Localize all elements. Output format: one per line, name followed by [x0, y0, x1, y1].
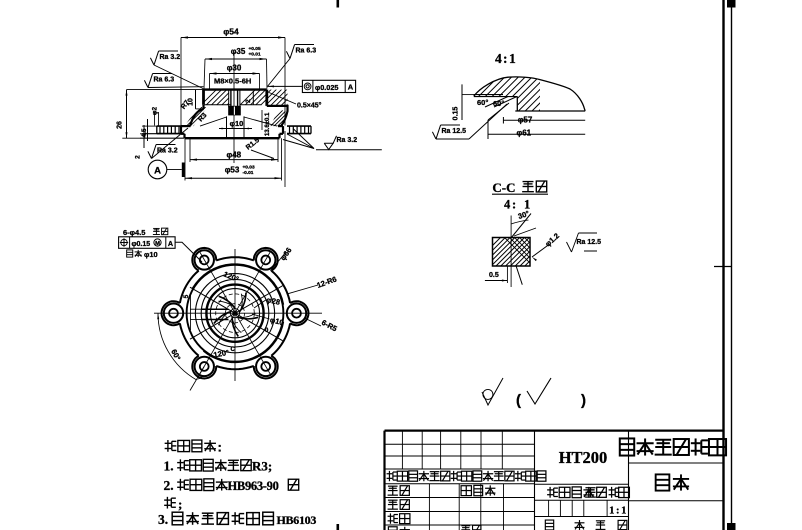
svg-text:+0.05: +0.05	[249, 46, 261, 52]
svg-text:5: 5	[183, 294, 190, 298]
svg-text:(: (	[516, 392, 521, 409]
svg-text:13.6±0.1: 13.6±0.1	[265, 112, 271, 136]
svg-text:M: M	[155, 241, 160, 247]
svg-text:A: A	[348, 83, 354, 92]
svg-text:2.: 2.	[164, 478, 174, 493]
svg-text:M8×0.5-6H: M8×0.5-6H	[214, 77, 251, 86]
svg-text:Ra 12.5: Ra 12.5	[577, 239, 602, 246]
svg-text:+0.01: +0.01	[249, 52, 261, 58]
svg-text:A: A	[154, 166, 161, 177]
svg-text:Ra 3.2: Ra 3.2	[160, 54, 181, 61]
svg-text:0.5×45°: 0.5×45°	[297, 102, 322, 110]
svg-text:1: 1	[524, 198, 530, 212]
svg-text:60°: 60°	[477, 98, 488, 107]
svg-text:φ10: φ10	[144, 250, 158, 259]
svg-text:A: A	[168, 239, 173, 248]
svg-text:HB6103: HB6103	[277, 513, 317, 527]
svg-text:φ53: φ53	[225, 166, 240, 175]
svg-text:Ra 3.2: Ra 3.2	[337, 137, 358, 144]
svg-text:60°: 60°	[493, 99, 504, 108]
svg-text:C-C: C-C	[492, 180, 515, 195]
svg-text:C: C	[231, 347, 236, 353]
svg-text:26: 26	[117, 121, 124, 129]
svg-text:-0.01: -0.01	[243, 170, 254, 176]
svg-text:HB963-90: HB963-90	[228, 479, 279, 493]
svg-text:;: ;	[178, 497, 182, 512]
svg-text:φ48: φ48	[226, 151, 241, 160]
svg-text:φ0.15: φ0.15	[132, 241, 151, 248]
svg-text:1: 1	[509, 51, 516, 66]
svg-text:R3: R3	[197, 112, 208, 123]
svg-text:0.15: 0.15	[453, 107, 460, 121]
svg-text:HT200: HT200	[559, 448, 608, 467]
svg-text:6-φ4.5: 6-φ4.5	[123, 228, 145, 237]
svg-text:Ra 6.3: Ra 6.3	[154, 76, 175, 83]
svg-text:φ0.025: φ0.025	[315, 83, 338, 92]
svg-text:2: 2	[245, 99, 252, 103]
svg-text:φ30: φ30	[227, 64, 242, 73]
svg-text:+0.03: +0.03	[243, 165, 255, 171]
svg-text:φ35: φ35	[231, 47, 246, 56]
svg-text:Ra 12.5: Ra 12.5	[442, 128, 467, 135]
svg-text:φ2: φ2	[152, 106, 159, 115]
svg-text:1 : 1: 1 : 1	[609, 506, 626, 517]
svg-text:φ28: φ28	[266, 295, 281, 307]
svg-text:1.: 1.	[164, 459, 174, 474]
svg-text:10: 10	[188, 98, 195, 106]
svg-text:4: 4	[504, 198, 511, 212]
svg-text:φ61: φ61	[517, 128, 532, 137]
svg-text:Ra 6.3: Ra 6.3	[296, 47, 317, 54]
svg-text:2: 2	[135, 155, 142, 159]
svg-text:R7: R7	[180, 99, 191, 110]
svg-text:3.: 3.	[158, 512, 168, 527]
svg-text:4: 4	[495, 51, 502, 66]
svg-text::: :	[218, 440, 222, 455]
svg-text:φ10: φ10	[269, 315, 284, 327]
svg-text:): )	[581, 392, 586, 409]
svg-text::: :	[512, 198, 516, 212]
svg-text:0: 0	[265, 328, 269, 334]
svg-text:φ10: φ10	[230, 119, 244, 128]
svg-text:R3;: R3;	[252, 459, 272, 474]
svg-text::: :	[503, 51, 508, 66]
svg-text:120°: 120°	[213, 348, 230, 360]
svg-text:φ54: φ54	[223, 27, 239, 37]
svg-text:0.5: 0.5	[489, 272, 499, 279]
svg-text:Ra 3.2: Ra 3.2	[157, 147, 178, 154]
